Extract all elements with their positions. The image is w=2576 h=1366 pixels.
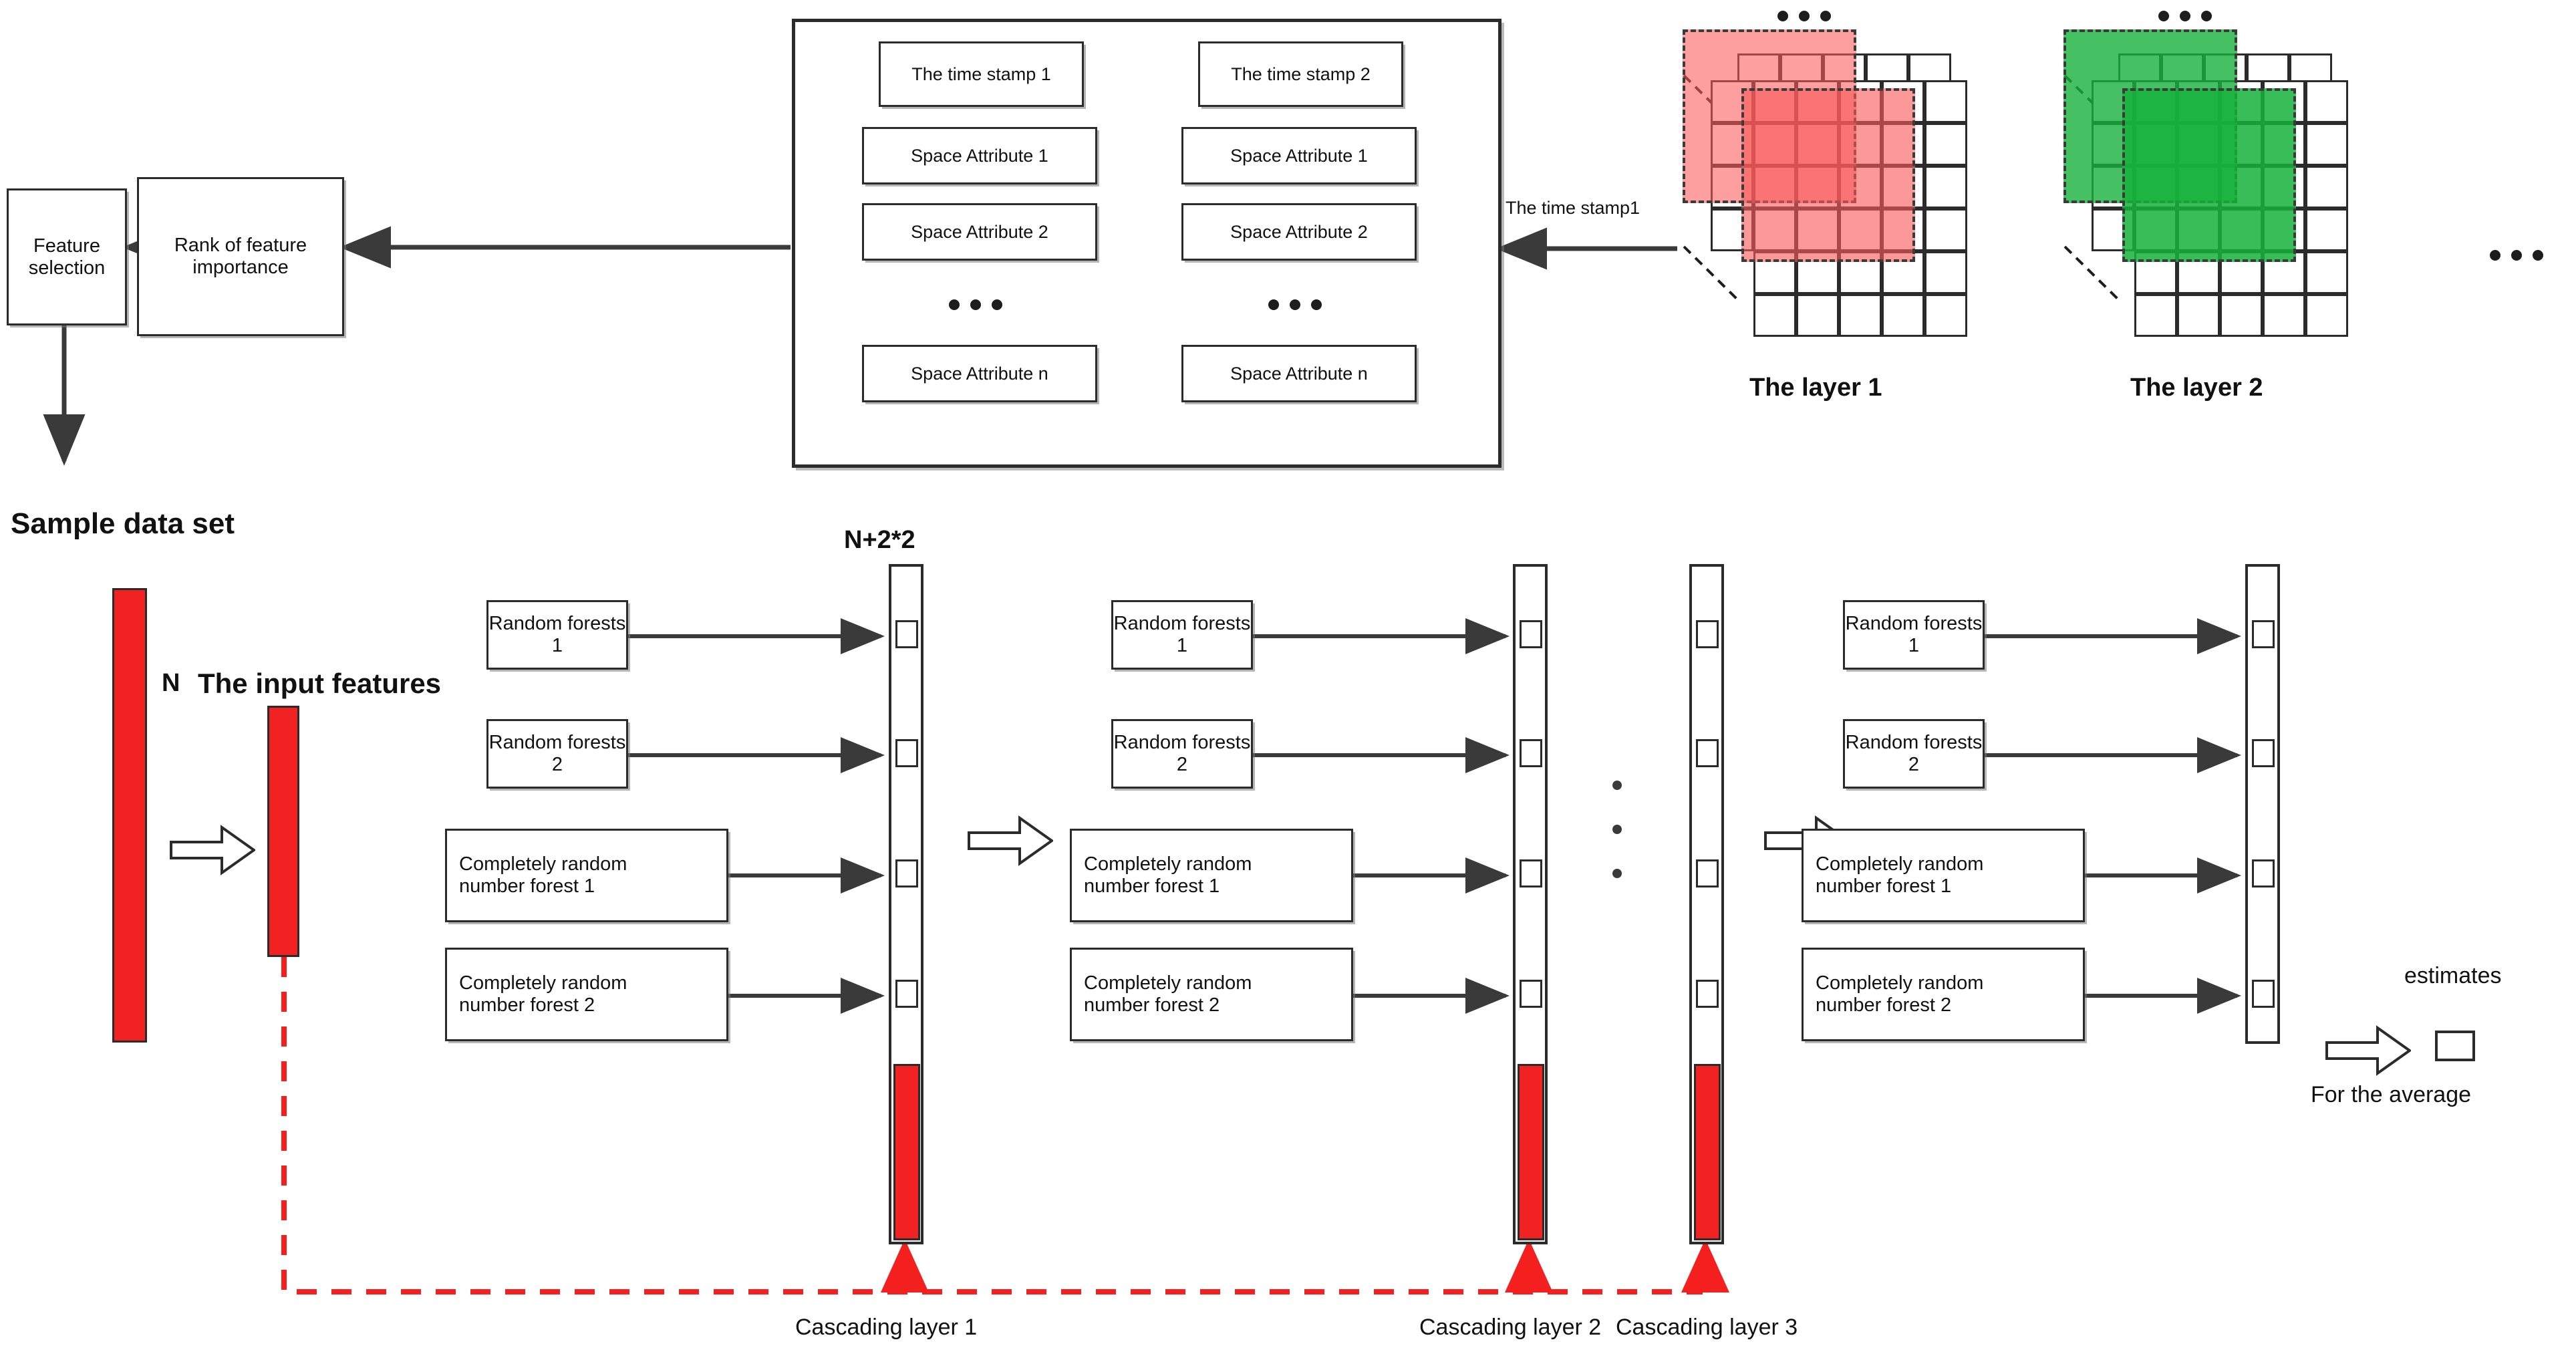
- col2-space-attribute-1-label: Space Attribute 1: [1230, 145, 1368, 166]
- col2-space-attribute-n-label: Space Attribute n: [1230, 363, 1368, 384]
- block-arrow-to-estimate-icon: [2325, 1025, 2411, 1076]
- g2-random-forests-1-box[interactable]: Random forests 1: [1111, 600, 1253, 670]
- col1-ellipsis-icon: [949, 299, 1002, 310]
- g1-completely-random-forest-1-label: Completely random number forest 1: [459, 853, 627, 897]
- c3-output-bar: [1694, 1064, 1721, 1240]
- layer-2-label: The layer 2: [2130, 374, 2263, 402]
- layer-1-ellipsis-icon: [1777, 11, 1831, 21]
- g2-completely-random-forest-2-label: Completely random number forest 2: [1084, 972, 1252, 1016]
- g1-completely-random-forest-2-box[interactable]: Completely random number forest 2: [445, 948, 728, 1041]
- feature-selection-box[interactable]: Feature selection: [7, 188, 127, 325]
- g3-random-forests-1-label: Random forests 1: [1845, 613, 1983, 656]
- c3-slot-4: [1696, 980, 1719, 1008]
- col2-space-attribute-2-label: Space Attribute 2: [1230, 221, 1368, 242]
- col2-space-attribute-n-box[interactable]: Space Attribute n: [1181, 345, 1417, 402]
- col1-space-attribute-n-label: Space Attribute n: [911, 363, 1048, 384]
- col1-space-attribute-2-label: Space Attribute 2: [911, 221, 1048, 242]
- g3-completely-random-forest-2-label: Completely random number forest 2: [1816, 972, 1984, 1016]
- layer-1-front-highlight: [1741, 88, 1915, 262]
- g2-random-forests-2-label: Random forests 2: [1113, 732, 1251, 775]
- layer-1-grid: The layer 1: [1677, 11, 1971, 402]
- g1-random-forests-2-box[interactable]: Random forests 2: [486, 719, 628, 789]
- g1-random-forests-1-label: Random forests 1: [488, 613, 626, 656]
- g2-random-forests-2-box[interactable]: Random forests 2: [1111, 719, 1253, 789]
- input-features-bar: [267, 706, 299, 957]
- g3-random-forests-2-box[interactable]: Random forests 2: [1843, 719, 1985, 789]
- col1-space-attribute-n-box[interactable]: Space Attribute n: [862, 345, 1097, 402]
- g3-completely-random-forest-2-box[interactable]: Completely random number forest 2: [1802, 948, 2085, 1041]
- block-arrow-group1-to-group2-icon: [968, 815, 1053, 866]
- layer-2-ellipsis-icon: [2158, 11, 2212, 21]
- g3-completely-random-forest-1-box[interactable]: Completely random number forest 1: [1802, 829, 2085, 922]
- col1-space-attribute-1-label: Space Attribute 1: [911, 145, 1048, 166]
- cascading-layer-2-label: Cascading layer 2: [1419, 1315, 1602, 1340]
- g2-completely-random-forest-1-box[interactable]: Completely random number forest 1: [1070, 829, 1353, 922]
- g3-random-forests-1-box[interactable]: Random forests 1: [1843, 600, 1985, 670]
- c2-slot-2: [1520, 739, 1542, 767]
- g2-random-forests-1-label: Random forests 1: [1113, 613, 1251, 656]
- cf-slot-3: [2252, 859, 2275, 887]
- sample-data-set-label: Sample data set: [11, 507, 235, 540]
- layer-2-grid: The layer 2: [2058, 11, 2352, 402]
- cascading-layer-1-label: Cascading layer 1: [795, 1315, 978, 1340]
- g2-completely-random-forest-2-box[interactable]: Completely random number forest 2: [1070, 948, 1353, 1041]
- g1-completely-random-forest-1-box[interactable]: Completely random number forest 1: [445, 829, 728, 922]
- g1-random-forests-2-label: Random forests 2: [488, 732, 626, 775]
- c3-slot-1: [1696, 620, 1719, 648]
- rank-of-feature-importance-box[interactable]: Rank of feature importance: [137, 177, 344, 336]
- estimates-label: estimates: [2404, 963, 2502, 988]
- g2-completely-random-forest-1-label: Completely random number forest 1: [1084, 853, 1252, 897]
- n-plus-2x2-label: N+2*2: [844, 526, 915, 554]
- cf-slot-2: [2252, 739, 2275, 767]
- c3-slot-2: [1696, 739, 1719, 767]
- block-arrow-to-input-features-icon: [170, 825, 255, 875]
- c3-slot-3: [1696, 859, 1719, 887]
- cascading-layer-3-label: Cascading layer 3: [1616, 1315, 1798, 1340]
- g3-random-forests-2-label: Random forests 2: [1845, 732, 1983, 775]
- time-stamp-1-box[interactable]: The time stamp 1: [879, 41, 1084, 107]
- c1-slot-3: [895, 859, 918, 887]
- c2-slot-4: [1520, 980, 1542, 1008]
- time-stamp-2-label: The time stamp 2: [1231, 63, 1371, 84]
- c1-slot-1: [895, 620, 918, 648]
- col1-space-attribute-2-box[interactable]: Space Attribute 2: [862, 203, 1097, 261]
- g1-random-forests-1-box[interactable]: Random forests 1: [486, 600, 628, 670]
- col2-ellipsis-icon: [1268, 299, 1322, 310]
- g3-completely-random-forest-1-label: Completely random number forest 1: [1816, 853, 1984, 897]
- col2-space-attribute-2-box[interactable]: Space Attribute 2: [1181, 203, 1417, 261]
- time-stamp-2-box[interactable]: The time stamp 2: [1198, 41, 1403, 107]
- c1-output-bar: [893, 1064, 920, 1240]
- feature-selection-label: Feature selection: [28, 235, 106, 279]
- cascade-continuation-ellipsis-icon: [1612, 781, 1622, 878]
- g1-completely-random-forest-2-label: Completely random number forest 2: [459, 972, 627, 1016]
- col1-space-attribute-1-box[interactable]: Space Attribute 1: [862, 127, 1097, 184]
- c2-slot-1: [1520, 620, 1542, 648]
- rank-of-feature-importance-label: Rank of feature importance: [174, 235, 307, 278]
- input-features-label: The input features: [198, 668, 442, 699]
- time-stamp-1-label: The time stamp 1: [911, 63, 1051, 84]
- for-the-average-label: For the average: [2311, 1082, 2472, 1107]
- c1-slot-2: [895, 739, 918, 767]
- layer-1-label: The layer 1: [1749, 374, 1882, 402]
- layer-2-front-highlight: [2122, 88, 2296, 262]
- time-stamp-pointer-label: The time stamp1: [1506, 198, 1640, 218]
- c2-output-bar: [1518, 1064, 1544, 1240]
- col2-space-attribute-1-box[interactable]: Space Attribute 1: [1181, 127, 1417, 184]
- layers-trailing-ellipsis-icon: [2490, 250, 2543, 261]
- n-label: N: [162, 669, 180, 697]
- cf-slot-1: [2252, 620, 2275, 648]
- sample-data-bar: [112, 588, 147, 1043]
- cf-slot-4: [2252, 980, 2275, 1008]
- estimate-output-box: [2435, 1031, 2475, 1061]
- c1-slot-4: [895, 980, 918, 1008]
- c2-slot-3: [1520, 859, 1542, 887]
